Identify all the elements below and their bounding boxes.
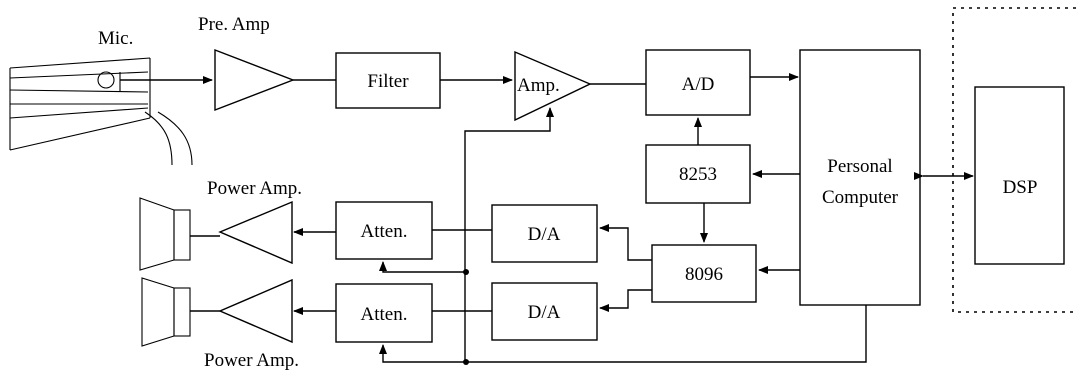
power-amp-top-triangle [218,200,293,265]
ad-converter-block [645,49,751,116]
da-bottom-label: D/A [528,302,561,323]
microphone-duct-icon [9,57,193,166]
mcu-8096-block [651,244,757,303]
amp-triangle [514,50,592,122]
da-converter-top-block [491,204,598,263]
pre-amp-label: Pre. Amp [198,14,270,35]
power-amp-top-label: Power Amp. [207,178,302,199]
filter-block [335,52,441,109]
atten-bottom-label: Atten. [361,304,408,325]
da-top-label: D/A [528,224,561,245]
bus-to-atten-top-wire [379,261,465,273]
dsp-label: DSP [1003,177,1038,198]
gain-control-bus [464,107,867,363]
8096-to-da-top-wire [599,224,652,261]
dsp-dashed-region [952,7,1076,313]
da-converter-bottom-block [491,282,598,341]
bus-to-atten-bottom-wire [379,344,465,363]
mic-label: Mic. [98,28,133,49]
timer-8253-block [645,144,751,204]
amp-label: Amp. [517,75,560,96]
8096-to-da-bottom-wire [599,289,652,312]
bus-junction-dot [463,359,469,365]
speaker-top-icon [139,197,191,271]
power-amp-bottom-triangle [218,278,293,344]
speaker-bottom-icon [141,277,191,347]
ad-label: A/D [682,74,715,95]
personal-computer-block [799,49,921,306]
attenuator-bottom-block [335,283,433,343]
bus-junction-dot-upper [463,269,469,275]
mcu-8096-label: 8096 [685,264,723,285]
atten-top-label: Atten. [361,221,408,242]
dsp-block [974,86,1065,265]
pre-amp-triangle [214,48,295,112]
power-amp-bottom-label: Power Amp. [204,350,299,371]
pc-label-line1: Personal [827,156,892,177]
timer-8253-label: 8253 [679,164,717,185]
attenuator-top-block [335,201,433,260]
pc-label-line2: Computer [822,187,899,208]
filter-label: Filter [367,71,409,92]
